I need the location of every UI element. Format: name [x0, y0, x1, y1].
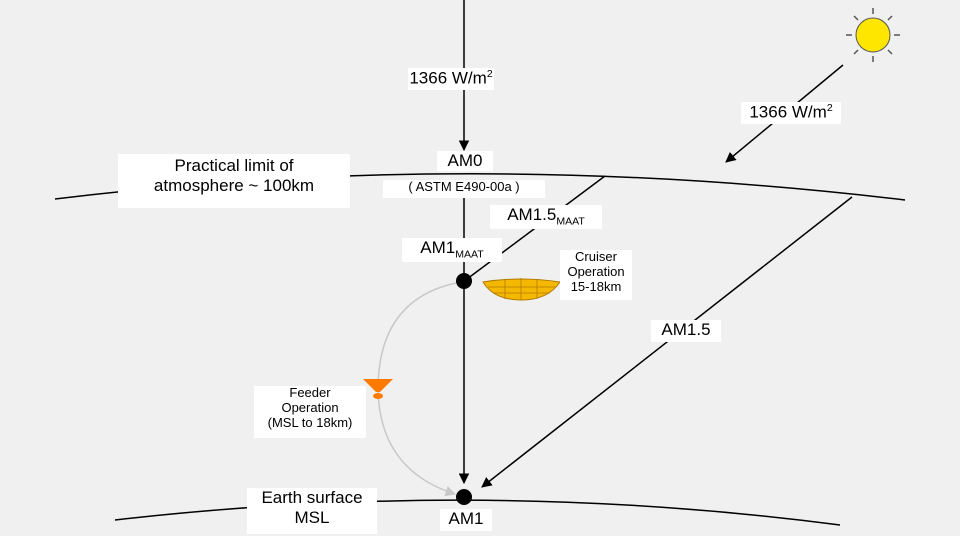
- cruiser-operation-label: Cruiser Operation 15-18km: [560, 249, 632, 300]
- cruiser-airship-icon: [482, 278, 561, 301]
- am0-label: AM0: [437, 151, 493, 171]
- earth-surface-curve: [114, 499, 841, 526]
- sun-icon: [846, 8, 900, 62]
- earth-surface-label: Earth surface MSL: [247, 488, 377, 534]
- am15-ray: [481, 196, 853, 488]
- slant-flux-label: 1366 W/m2: [741, 102, 841, 124]
- am1-label: AM1: [440, 509, 492, 531]
- am1-point: [456, 489, 472, 505]
- feeder-path: [377, 282, 457, 497]
- am15-label: AM1.5: [651, 320, 721, 342]
- practical-limit-label: Practical limit of atmosphere ~ 100km: [118, 154, 350, 208]
- feeder-craft-icon: [363, 379, 393, 399]
- am15-maat-label: AM1.5MAAT: [490, 205, 602, 229]
- am1-maat-point: [456, 273, 472, 289]
- astm-label: ( ASTM E490-00a ): [383, 179, 545, 198]
- am1-maat-label: AM1MAAT: [402, 238, 502, 262]
- toa-flux-label: 1366 W/m2: [408, 68, 494, 90]
- feeder-operation-label: Feeder Operation (MSL to 18km): [254, 385, 366, 438]
